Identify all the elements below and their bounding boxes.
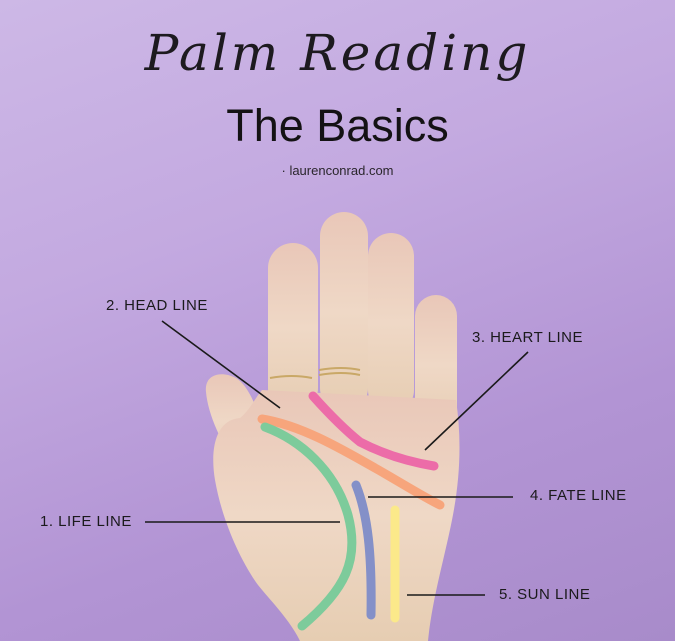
head-line-label: 2. HEAD LINE [106,297,208,314]
head-line-stroke [257,414,445,510]
sun-line-label: 5. SUN LINE [499,586,591,603]
life-line-stroke [260,422,357,631]
title-main: The Basics [226,100,449,151]
head-leader-line [161,320,281,409]
title-script: Palm Reading [144,24,531,82]
fate-line-stroke [351,480,376,620]
heart-line-label: 3. HEART LINE [472,329,583,346]
source-credit: · laurenconrad.com [281,163,394,178]
heart-line-stroke [308,391,439,471]
life-line-label: 1. LIFE LINE [40,513,132,530]
hand-shape [205,212,460,641]
heart-leader-line [424,351,529,451]
rings [269,367,361,379]
fate-line-label: 4. FATE LINE [530,487,627,504]
